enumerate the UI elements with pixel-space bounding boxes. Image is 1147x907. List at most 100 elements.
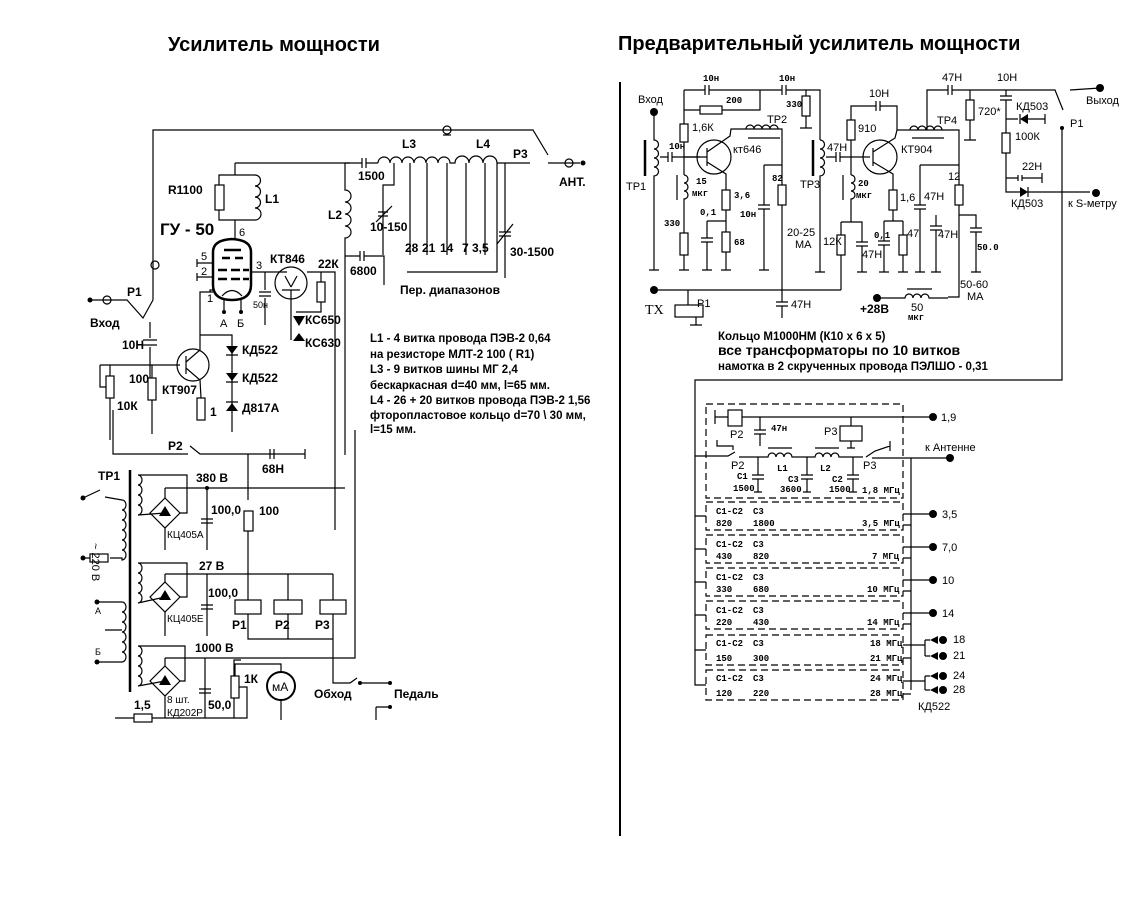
tube-pin-1: 1	[207, 293, 213, 305]
c12-value: 430	[716, 552, 732, 562]
resistor-1-6	[888, 189, 898, 211]
tr2-winding	[745, 124, 780, 139]
band-block-wires	[695, 579, 933, 592]
relay-p3	[319, 599, 347, 615]
band-block: C1-C2 C3 120 220 24 МГц 28 МГц 24 28 КД5…	[705, 669, 965, 713]
l20-unit: мкг	[856, 191, 872, 201]
fuse-icon	[89, 553, 109, 563]
kc405e-label: КЦ405Е	[167, 614, 204, 625]
relay-p2	[727, 409, 743, 427]
band-terminal[interactable]	[939, 636, 947, 644]
diode-kd503-a-wire	[1019, 114, 1046, 124]
band-terminal[interactable]	[929, 543, 937, 551]
s-meter-terminal[interactable]	[1092, 189, 1100, 197]
r12-label: 12	[948, 171, 960, 183]
relay-coil-wires	[714, 410, 930, 449]
resistor-47	[898, 234, 908, 256]
note-line: на резисторе МЛТ-2 100 ( R1)	[370, 349, 534, 361]
l1-label: L1	[777, 464, 788, 474]
pedal-switch[interactable]	[343, 677, 390, 720]
r3-6-label: 3,6	[734, 191, 750, 201]
band-block: C1-C2 C3 330 680 10 МГц 10	[695, 567, 954, 597]
mains-terminal[interactable]	[80, 555, 86, 561]
c3-value: 3600	[780, 485, 802, 495]
r22k-label: 22К	[318, 257, 339, 271]
c100a-label: 100,0	[211, 503, 241, 517]
resistor-720	[965, 99, 975, 121]
terminal-1-9[interactable]	[929, 413, 937, 421]
resistor-200	[699, 105, 723, 115]
antenna-terminal[interactable]	[946, 454, 954, 462]
resistor-22k	[316, 281, 326, 303]
tube-cathode	[209, 289, 243, 312]
mains-terminal[interactable]	[80, 495, 86, 501]
transistor-kt907	[176, 348, 210, 382]
band-terminal[interactable]	[939, 686, 947, 694]
tr2-supply-wires	[758, 160, 783, 290]
p2-label: P2	[168, 439, 183, 453]
l20-label: 20	[858, 179, 869, 189]
coax-icon	[150, 260, 160, 270]
coil-20mkg	[840, 174, 868, 290]
band-terminal[interactable]	[929, 576, 937, 584]
band-terminal[interactable]	[939, 672, 947, 680]
diodes-count-label: 8 шт.	[167, 695, 190, 706]
note-line: L3 - 9 витков шины МГ 2,4	[370, 364, 518, 376]
c50-0-label: 50.0	[977, 243, 999, 253]
filter-chain	[695, 440, 950, 459]
c6800-label: 6800	[350, 264, 377, 278]
kt846-label: КТ846	[270, 252, 305, 266]
secondary-380-wires	[137, 474, 345, 516]
band-terminal-label: 7,0	[942, 542, 957, 554]
band-block-frame	[705, 669, 904, 701]
tr4-winding	[909, 125, 960, 185]
band-terminal[interactable]	[929, 510, 937, 518]
l2-label: L2	[820, 464, 831, 474]
relay-p3-label: P3	[824, 426, 837, 438]
tap-7[interactable]: 7	[462, 241, 469, 255]
band-block-wires	[695, 546, 933, 559]
band-block-wires	[695, 612, 933, 625]
cap-50n	[259, 272, 271, 325]
relay-wires	[247, 614, 343, 684]
bypass-wire	[152, 129, 549, 300]
band-terminal-label: 28	[953, 684, 965, 696]
coil-notes: L1 - 4 витка провода ПЭВ-2 0,64 на резис…	[370, 333, 590, 436]
ant-terminal[interactable]	[580, 160, 586, 166]
pedal-terminal[interactable]	[388, 681, 392, 685]
pedal-terminal[interactable]	[388, 705, 392, 709]
r1-label: 1	[210, 405, 217, 419]
c3-label: C3	[753, 606, 764, 616]
input-label: Вход	[638, 94, 663, 106]
c68n-label: 68Н	[262, 462, 284, 476]
c10n-label: 10Н	[122, 338, 144, 352]
l15-unit: мкг	[692, 189, 708, 199]
transistor-kt904	[862, 139, 898, 175]
tap-28[interactable]: 28	[405, 241, 419, 255]
bridge-kc405e	[149, 574, 208, 636]
tap-3-5[interactable]: 3,5	[472, 241, 489, 255]
potentiometer-100k[interactable]	[1001, 132, 1011, 154]
resistor-r1100	[214, 184, 225, 211]
tr3-label: TP3	[800, 179, 820, 191]
l15-label: 15	[696, 177, 707, 187]
band-terminal[interactable]	[939, 652, 947, 660]
power-amplifier-schematic: Вход P1 10Н 100 10К КТ907 1 КД522 КД522 …	[80, 125, 590, 723]
band-terminal[interactable]	[929, 609, 937, 617]
i1-unit: МА	[795, 239, 812, 251]
v28-label: +28В	[860, 302, 889, 316]
c12-value: 120	[716, 689, 732, 699]
l3-label: L3	[402, 137, 416, 151]
output-terminal[interactable]	[1096, 84, 1104, 92]
note-line: l=15 мм.	[370, 424, 416, 436]
junction	[205, 486, 209, 490]
tap-21[interactable]: 21	[422, 241, 436, 255]
kd522-label: КД522	[918, 701, 950, 713]
c3-value: 820	[753, 552, 769, 562]
tap-14[interactable]: 14	[440, 241, 454, 255]
c3-label: C3	[753, 507, 764, 517]
c12-value: 150	[716, 654, 732, 664]
c1500-label: 1500	[358, 169, 385, 183]
kd202-label: КД202Р	[167, 708, 203, 719]
